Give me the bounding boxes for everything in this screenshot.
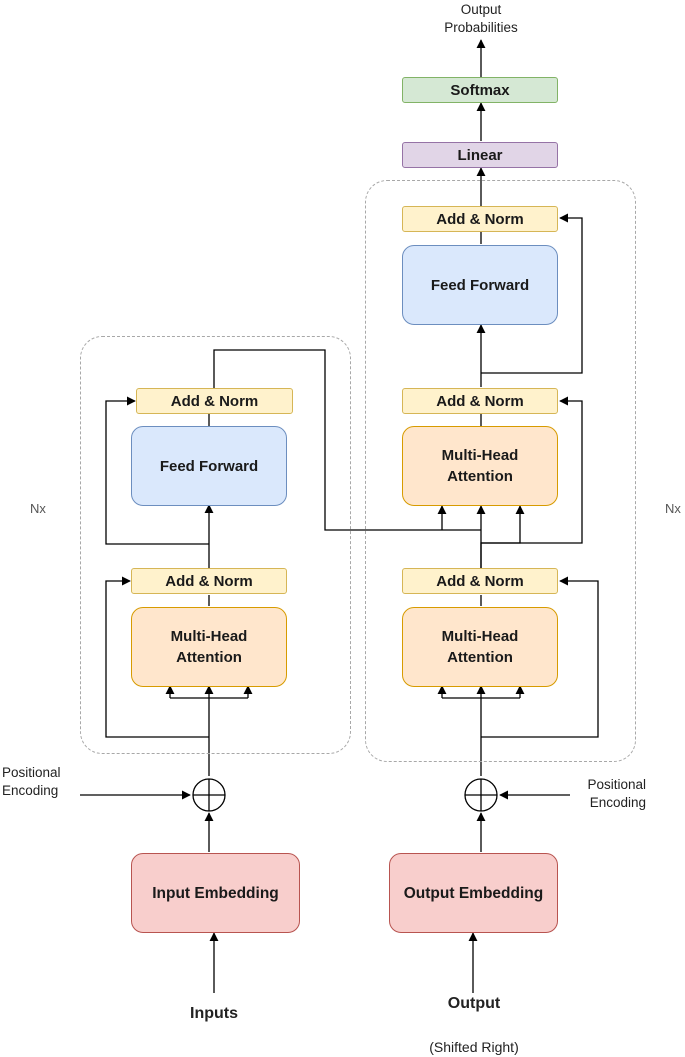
input-embedding-box: Input Embedding xyxy=(131,853,300,933)
output-embedding-box: Output Embedding xyxy=(389,853,558,933)
shifted-right-label: (Shifted Right) xyxy=(429,1039,519,1055)
output-label: Output xyxy=(447,995,501,1012)
encoder-positional-encoding-label: Positional Encoding xyxy=(2,765,61,798)
softmax-box: Softmax xyxy=(402,77,558,103)
decoder-add-norm-top: Add & Norm xyxy=(402,206,558,232)
decoder-feed-forward: Feed Forward xyxy=(402,245,558,325)
positional-add-decoder-icon xyxy=(464,778,498,812)
encoder-frame xyxy=(80,336,351,754)
encoder-add-norm-top: Add & Norm xyxy=(136,388,293,414)
encoder-feed-forward: Feed Forward xyxy=(131,426,287,506)
encoder-nx-label: Nx xyxy=(30,501,46,516)
decoder-add-norm-mid: Add & Norm xyxy=(402,388,558,414)
decoder-frame xyxy=(365,180,636,762)
encoder-add-norm-bottom: Add & Norm xyxy=(131,568,287,594)
linear-box: Linear xyxy=(402,142,558,168)
encoder-self-attention: Multi-Head Attention xyxy=(131,607,287,687)
decoder-cross-attention: Multi-Head Attention xyxy=(402,426,558,506)
decoder-self-attention: Multi-Head Attention xyxy=(402,607,558,687)
decoder-positional-encoding-label: Positional Encoding xyxy=(587,777,646,810)
positional-add-encoder-icon xyxy=(192,778,226,812)
output-probabilities-label: Output Probabilities xyxy=(444,2,518,35)
decoder-add-norm-bottom: Add & Norm xyxy=(402,568,558,594)
inputs-label: Inputs xyxy=(190,1005,238,1022)
decoder-nx-label: Nx xyxy=(665,501,681,516)
